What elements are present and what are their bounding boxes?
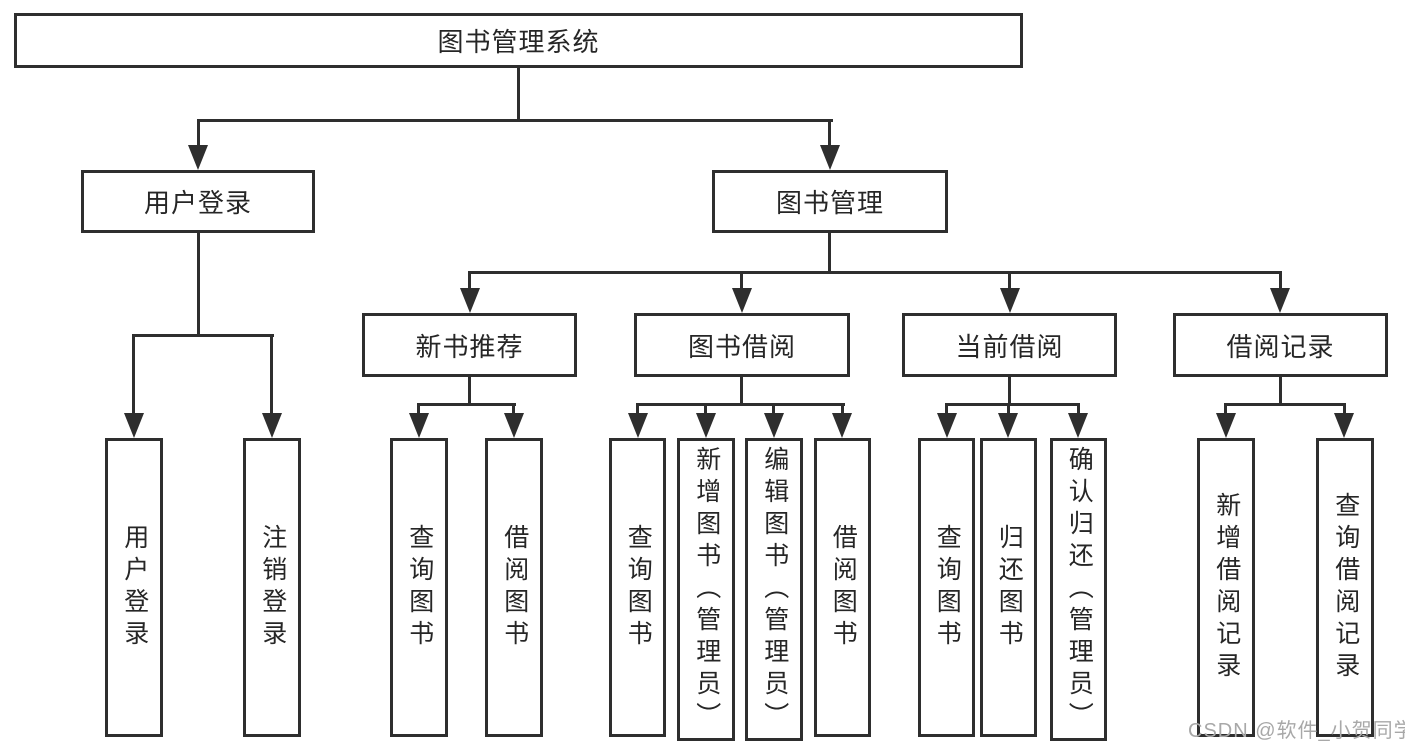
leaf-label: 归还图书	[995, 523, 1024, 652]
connector-new-book-bar	[417, 403, 516, 406]
connector-to-leaf-query-book-1	[417, 403, 420, 415]
connector-to-leaf-query-book-2	[636, 403, 639, 415]
leaf-label: 新增借阅记录	[1212, 491, 1241, 684]
connector-to-leaf-borrow-book-2	[841, 403, 844, 415]
connector-to-current-borrow	[1008, 271, 1011, 290]
arrowhead-to-leaf-edit-book	[764, 413, 784, 438]
arrowhead-to-leaf-confirm-return	[1068, 413, 1088, 438]
connector-root-stem	[517, 67, 520, 120]
arrowhead-to-book-management	[820, 145, 840, 170]
arrowhead-to-current-borrow	[1000, 288, 1020, 313]
leaf-query-borrow-record: 查询借阅记录	[1316, 438, 1374, 737]
leaf-return-book: 归还图书	[980, 438, 1037, 737]
leaf-label: 用户登录	[120, 523, 149, 652]
connector-current-borrow-bar	[945, 403, 1080, 406]
arrowhead-to-new-book-recommend	[460, 288, 480, 313]
node-book-borrow: 图书借阅	[634, 313, 850, 377]
connector-to-borrow-record	[1279, 271, 1282, 290]
leaf-add-borrow-record: 新增借阅记录	[1197, 438, 1255, 737]
leaf-label: 新增图书（管理员）	[692, 445, 721, 734]
leaf-label: 查询借阅记录	[1331, 491, 1360, 684]
arrowhead-to-leaf-query-book-1	[409, 413, 429, 438]
connector-new-book-stem	[468, 376, 471, 405]
node-label: 借阅记录	[1226, 331, 1335, 362]
leaf-label: 查询图书	[405, 523, 434, 652]
arrowhead-to-leaf-borrow-book-2	[832, 413, 852, 438]
connector-to-leaf-edit-book	[772, 403, 775, 415]
connector-book-borrow-stem	[740, 376, 743, 405]
connector-to-book-management	[828, 119, 831, 146]
leaf-label: 编辑图书（管理员）	[760, 445, 789, 734]
connector-to-leaf-user-login	[132, 334, 135, 415]
arrowhead-to-leaf-query-book-3	[937, 413, 957, 438]
connector-book-borrow-bar	[636, 403, 845, 406]
csdn-watermark: CSDN @软件_小贺同学	[1188, 720, 1405, 742]
arrowhead-to-borrow-record	[1270, 288, 1290, 313]
leaf-label: 借阅图书	[829, 523, 858, 652]
leaf-borrow-book: 借阅图书	[814, 438, 871, 737]
leaf-confirm-return-admin: 确认归还（管理员）	[1050, 438, 1107, 741]
connector-to-leaf-add-record	[1224, 403, 1227, 415]
connector-to-new-book-recommend	[468, 271, 471, 290]
leaf-query-book-borrow: 查询图书	[609, 438, 666, 737]
connector-to-user-login	[197, 119, 200, 146]
arrowhead-to-leaf-add-book	[696, 413, 716, 438]
arrowhead-to-leaf-add-record	[1216, 413, 1236, 438]
arrowhead-to-book-borrow	[732, 288, 752, 313]
node-borrow-record: 借阅记录	[1173, 313, 1388, 377]
leaf-label: 注销登录	[258, 523, 287, 652]
connector-borrow-record-stem	[1279, 376, 1282, 405]
arrowhead-to-leaf-logout	[262, 413, 282, 438]
node-label: 图书借阅	[687, 331, 796, 362]
node-new-book-recommend: 新书推荐	[362, 313, 577, 377]
node-label: 当前借阅	[955, 331, 1064, 362]
connector-borrow-record-bar	[1224, 403, 1346, 406]
connector-current-borrow-stem	[1008, 376, 1011, 405]
leaf-user-login: 用户登录	[105, 438, 163, 737]
leaf-add-book-admin: 新增图书（管理员）	[677, 438, 735, 741]
leaf-logout: 注销登录	[243, 438, 301, 737]
connector-to-leaf-borrow-book-1	[512, 403, 515, 415]
arrowhead-to-user-login	[188, 145, 208, 170]
leaf-borrow-book-recommend: 借阅图书	[485, 438, 543, 737]
node-root: 图书管理系统	[14, 13, 1023, 68]
connector-to-leaf-confirm-return	[1077, 403, 1080, 415]
connector-to-leaf-query-record	[1343, 403, 1346, 415]
arrowhead-to-leaf-query-record	[1334, 413, 1354, 438]
node-label: 图书管理	[775, 188, 884, 218]
arrowhead-to-leaf-user-login	[124, 413, 144, 438]
leaf-label: 确认归还（管理员）	[1065, 445, 1094, 734]
leaf-edit-book-admin: 编辑图书（管理员）	[745, 438, 803, 741]
arrowhead-to-leaf-query-book-2	[628, 413, 648, 438]
leaf-query-book-recommend: 查询图书	[390, 438, 448, 737]
arrowhead-to-leaf-return-book	[998, 413, 1018, 438]
connector-to-leaf-logout	[270, 334, 273, 415]
connector-root-bar	[197, 119, 833, 122]
node-current-borrow: 当前借阅	[902, 313, 1117, 377]
node-label: 图书管理系统	[437, 27, 600, 57]
connector-to-leaf-add-book	[704, 403, 707, 415]
leaf-label: 借阅图书	[500, 523, 529, 652]
node-book-management: 图书管理	[712, 170, 948, 233]
connector-book-management-bar	[468, 271, 1282, 274]
node-user-login: 用户登录	[81, 170, 315, 233]
connector-book-management-stem	[828, 232, 831, 273]
leaf-label: 查询图书	[624, 523, 653, 652]
connector-user-login-stem	[197, 232, 200, 336]
leaf-label: 查询图书	[933, 523, 962, 652]
connector-to-leaf-return-book	[1007, 403, 1010, 415]
node-label: 新书推荐	[415, 331, 524, 362]
node-label: 用户登录	[143, 188, 252, 218]
connector-user-login-bar	[132, 334, 274, 337]
connector-to-leaf-query-book-3	[945, 403, 948, 415]
leaf-query-book-current: 查询图书	[918, 438, 975, 737]
arrowhead-to-leaf-borrow-book-1	[504, 413, 524, 438]
connector-to-book-borrow	[740, 271, 743, 290]
